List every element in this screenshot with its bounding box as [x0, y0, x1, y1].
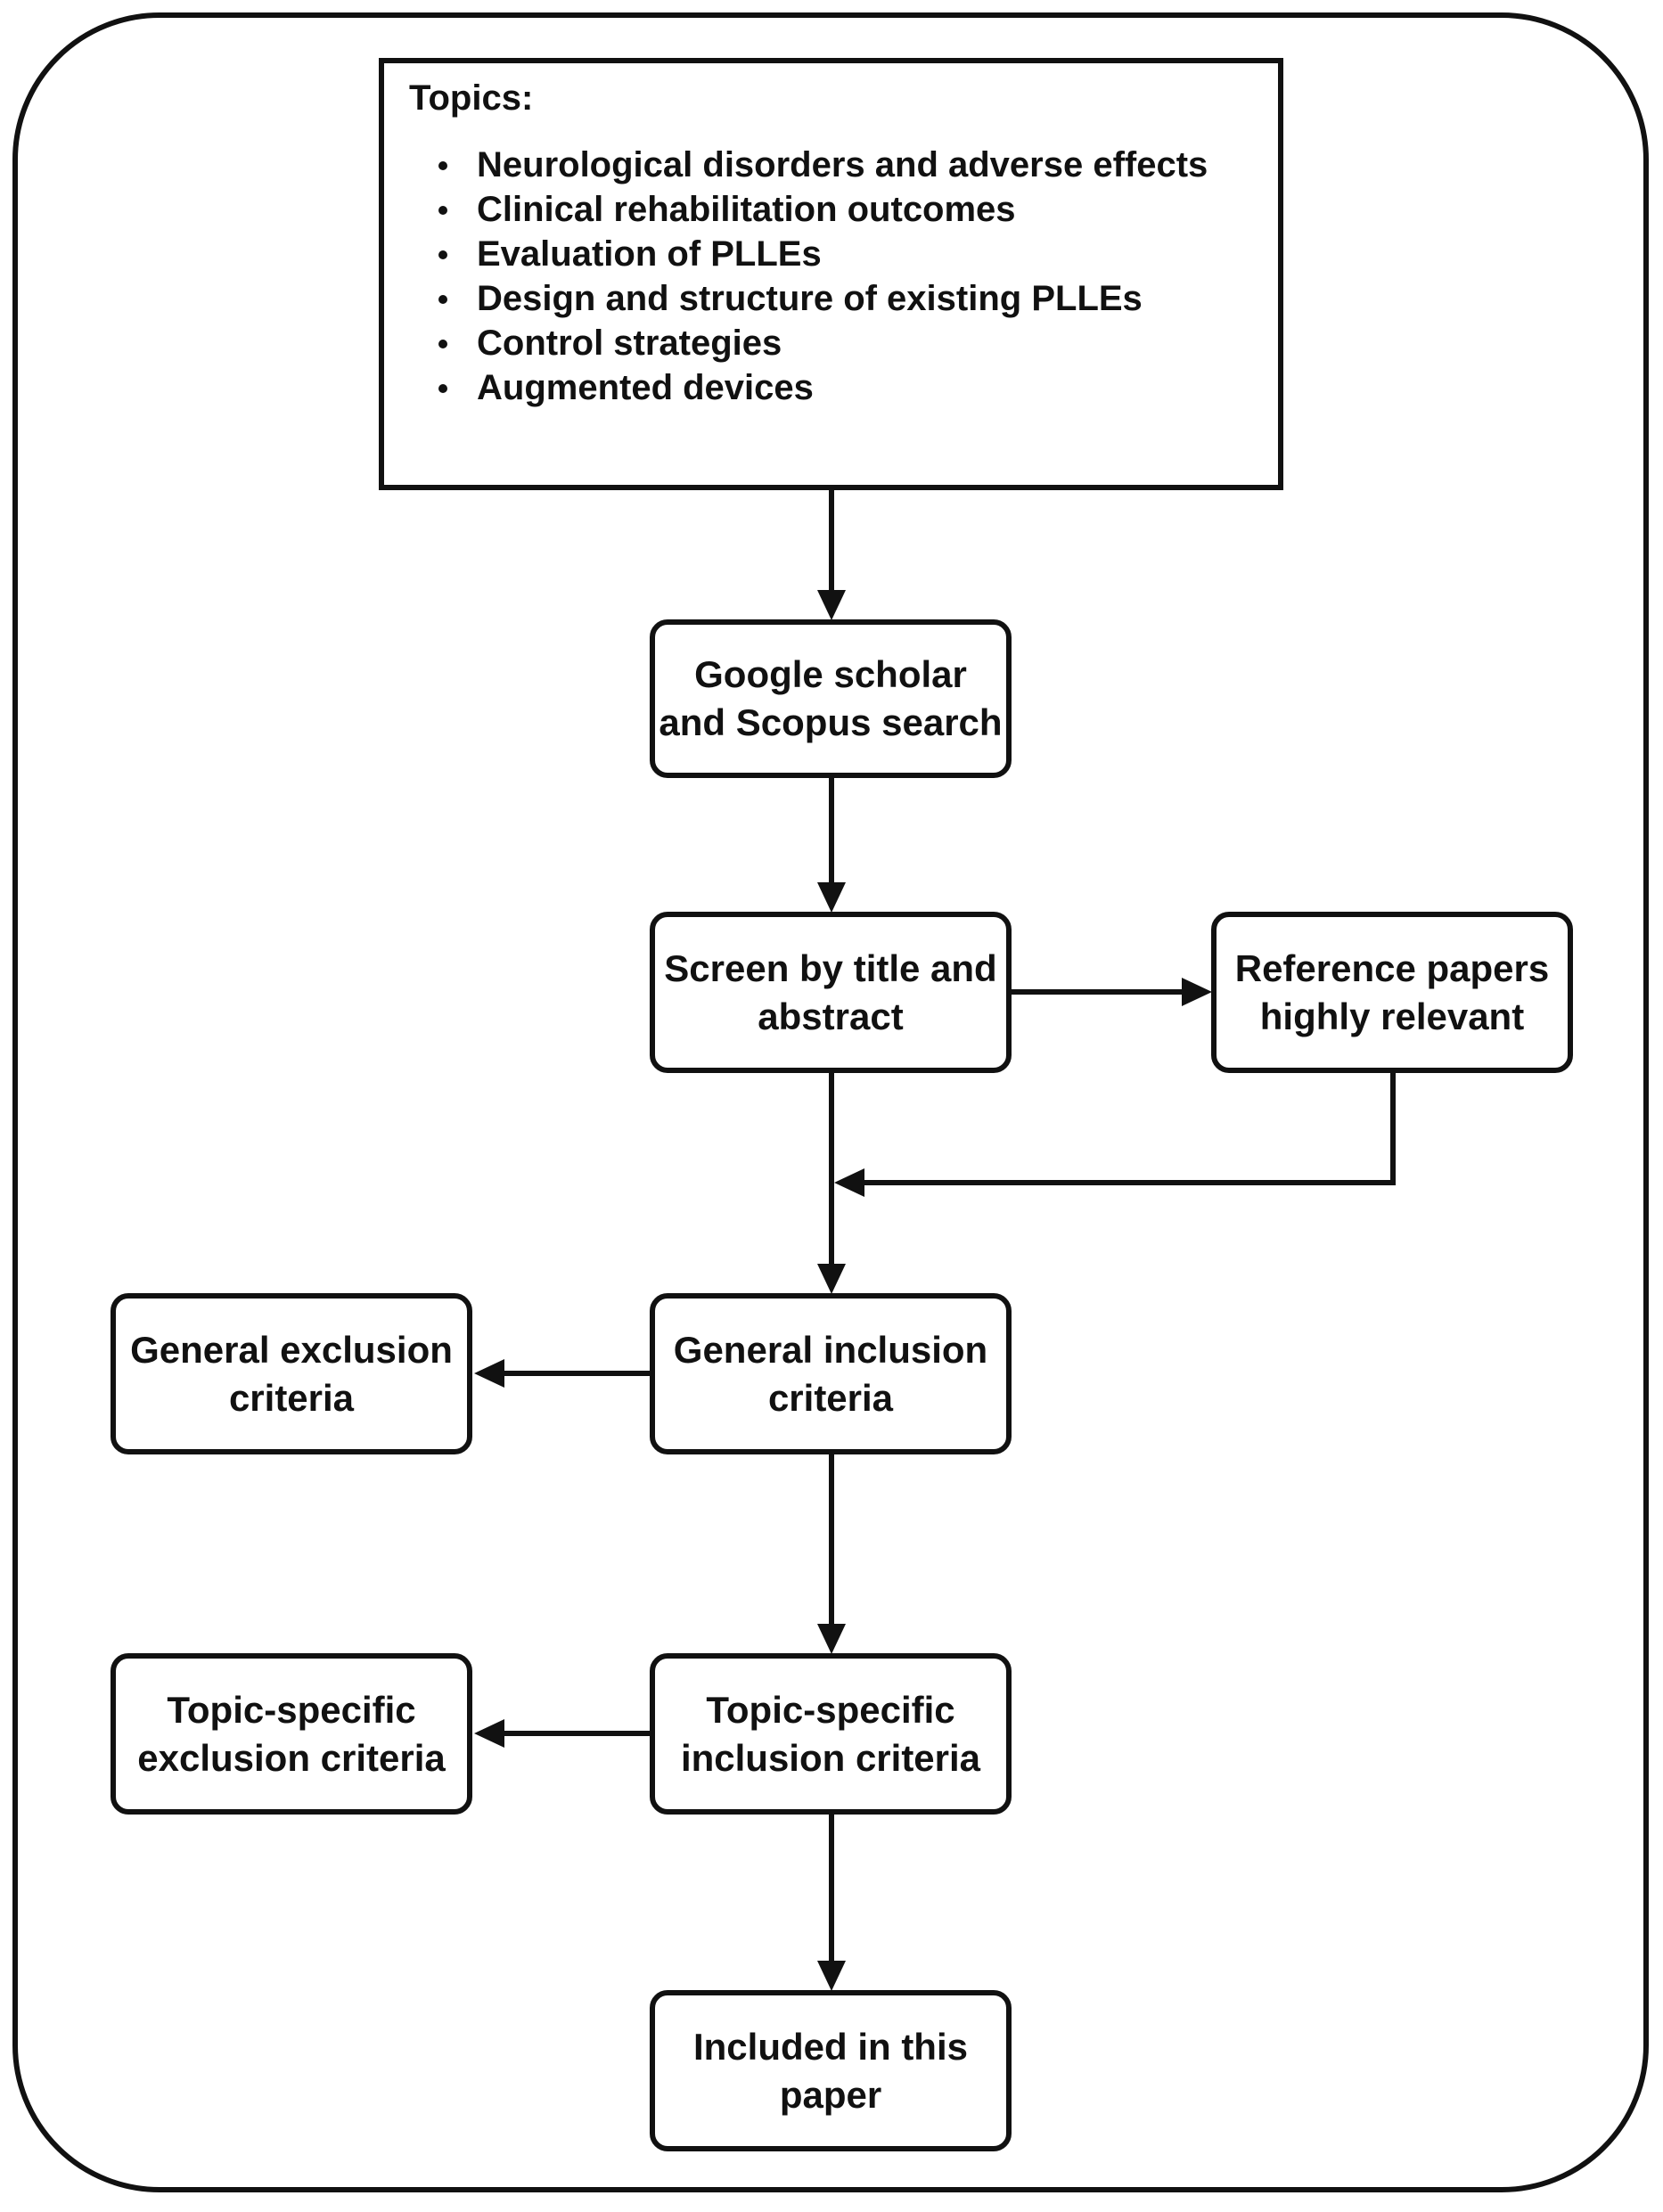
arrowhead: [817, 882, 846, 913]
outer-frame: [12, 12, 1649, 2192]
topics-list: Neurological disorders and adverse effec…: [409, 143, 1278, 410]
general-inclusion-node: General inclusion criteria: [650, 1293, 1012, 1454]
topic-item: Augmented devices: [409, 365, 1278, 410]
topic-exclusion-node: Topic-specific exclusion criteria: [111, 1653, 472, 1815]
topic-item: Evaluation of PLLEs: [409, 232, 1278, 276]
included-node: Included in this paper: [650, 1990, 1012, 2151]
arrowhead: [834, 1168, 864, 1197]
topic-item: Neurological disorders and adverse effec…: [409, 143, 1278, 187]
arrowhead: [817, 1264, 846, 1294]
topic-item: Design and structure of existing PLLEs: [409, 276, 1278, 321]
reference-node: Reference papers highly relevant: [1211, 912, 1573, 1073]
arrow-reference-to-main: [851, 1073, 1396, 1185]
topics-box: Topics: Neurological disorders and adver…: [379, 58, 1283, 490]
general-exclusion-node: General exclusion criteria: [111, 1293, 472, 1454]
screen-node: Screen by title and abstract: [650, 912, 1012, 1073]
topic-item: Control strategies: [409, 321, 1278, 365]
topics-heading: Topics:: [409, 78, 534, 118]
arrowhead: [474, 1359, 504, 1388]
topic-inclusion-node: Topic-specific inclusion criteria: [650, 1653, 1012, 1815]
arrowhead: [817, 1624, 846, 1654]
search-node: Google scholar and Scopus search: [650, 619, 1012, 778]
arrowhead: [817, 1961, 846, 1991]
arrowhead: [474, 1719, 504, 1748]
arrowhead: [1182, 978, 1212, 1006]
topic-item: Clinical rehabilitation outcomes: [409, 187, 1278, 232]
arrowhead: [817, 590, 846, 620]
